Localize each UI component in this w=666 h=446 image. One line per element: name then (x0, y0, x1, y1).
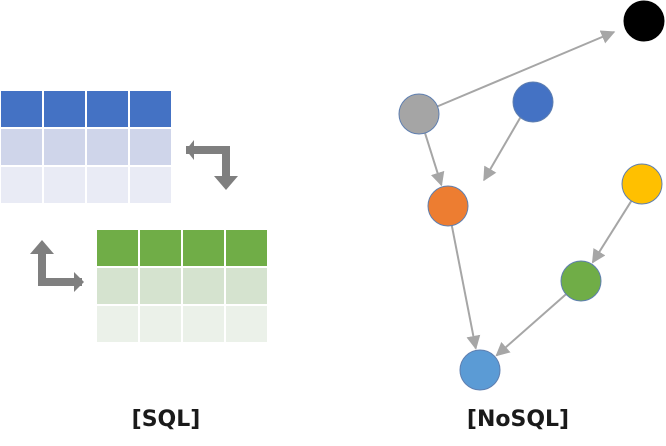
blue-table-cell (42, 165, 87, 205)
bent-arrow-down-icon (186, 140, 238, 190)
blue-table-header-cell (85, 89, 130, 129)
green-table-header-cell (95, 228, 140, 268)
gray-node (398, 93, 440, 135)
green-table-cell (224, 266, 269, 306)
blue-table-header-cell (42, 89, 87, 129)
blue-table-cell (0, 127, 44, 167)
green-table-cell (138, 304, 183, 344)
light-blue-node (459, 349, 501, 391)
green-table-cell (138, 266, 183, 306)
green-table-cell (181, 266, 226, 306)
edge-gray-node-to-orange-node (424, 132, 445, 187)
sql-label: [SQL] (132, 407, 201, 432)
orange-node (427, 185, 469, 227)
blue-table-cell (42, 127, 87, 167)
blue-table-cell (85, 127, 130, 167)
blue-table-cell (128, 165, 173, 205)
green-table-header-cell (138, 228, 183, 268)
green-table-header-cell (181, 228, 226, 268)
blue-table-header-cell (0, 89, 44, 129)
blue-table-header-cell (128, 89, 173, 129)
blue-table-cell (85, 165, 130, 205)
blue-table-cell (128, 127, 173, 167)
green-table-header-cell (224, 228, 269, 268)
yellow-node (621, 163, 663, 205)
edge-blue-node-to-orange-node (483, 116, 522, 182)
green-table-cell (181, 304, 226, 344)
green-table-cell (95, 304, 140, 344)
nosql-label: [NoSQL] (467, 407, 569, 432)
green-table (95, 228, 269, 344)
edge-gray-node-to-black-node (437, 30, 616, 108)
nosql-section: [NoSQL] (398, 0, 665, 432)
graph-edges (424, 30, 633, 357)
bent-arrow-up-icon (30, 240, 84, 292)
green-table-cell (224, 304, 269, 344)
green-table-cell (95, 266, 140, 306)
sql-section: [SQL] (0, 89, 269, 432)
edge-orange-node-to-light-blue-node (450, 225, 481, 350)
edge-green-node-to-light-blue-node (495, 293, 567, 357)
blue-table-cell (0, 165, 44, 205)
graph-nodes (398, 0, 665, 391)
blue-node (512, 81, 554, 123)
blue-table (0, 89, 173, 205)
green-node (560, 260, 602, 302)
edge-yellow-node-to-green-node (591, 200, 633, 264)
black-node (623, 0, 665, 42)
